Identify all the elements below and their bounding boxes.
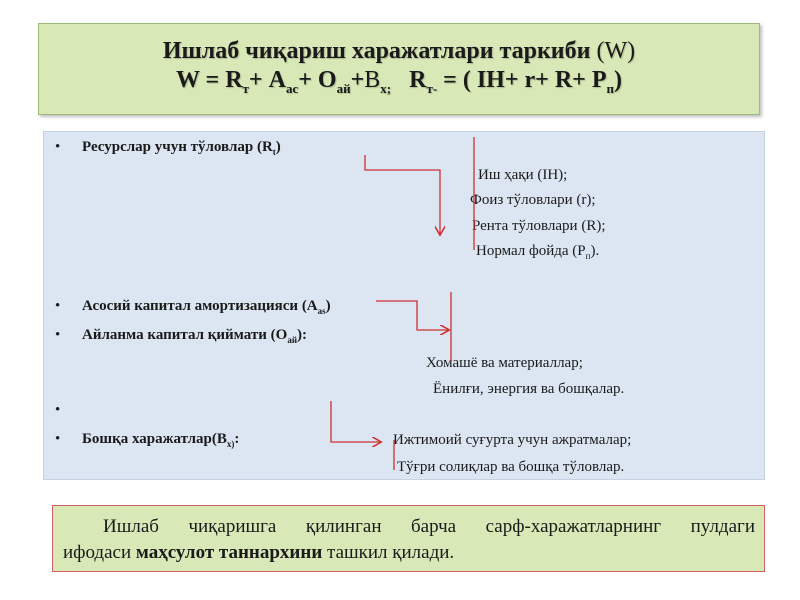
capital-arrow: [376, 300, 448, 330]
taxes-item: Тўғри солиқлар ва бошқа тўловлар.: [397, 459, 625, 475]
resource-arrow: [364, 155, 440, 234]
title-box: Ишлаб чиқариш харажатлари таркиби (W) W …: [38, 23, 760, 115]
social-item: Ижтимоий суғурта учун ажратмалар;: [393, 432, 632, 448]
formula-part: R: [409, 67, 427, 93]
bullet-dot: •: [55, 327, 61, 343]
formula-sub: т-: [426, 80, 438, 96]
conclusion-highlight: маҳсулот таннархини: [135, 542, 323, 563]
profit-text-end: ).: [590, 243, 600, 259]
conclusion-line2: ифодаси маҳсулот таннархини ташкил қилад…: [63, 540, 454, 566]
slide-title: Ишлаб чиқариш харажатлари таркиби (W): [39, 38, 759, 65]
profit-item: Нормал фойда (Рп).: [476, 243, 599, 261]
bullet-text-end: ):: [297, 327, 308, 343]
bullet-text-end: ): [275, 139, 281, 155]
profit-sub: п: [585, 251, 591, 261]
bullet-text: Асосий капитал амортизацияси (А: [82, 298, 318, 314]
materials-item: Хомашё ва материаллар;: [426, 355, 583, 371]
formula-sub: т: [242, 80, 249, 96]
formula-sub: ай: [336, 80, 351, 96]
formula-part: + О: [298, 67, 337, 93]
bullet-dot: •: [55, 431, 61, 447]
rent-item: Рента тўловлари (R);: [472, 218, 606, 234]
conclusion-box: Ишлаб чиқаришга қилинган барча сарф-хара…: [52, 505, 765, 572]
title-main: Ишлаб чиқариш харажатлари таркиби: [162, 38, 591, 64]
formula-part: W = R: [175, 67, 243, 93]
bullet-dot: •: [55, 298, 61, 314]
formula-part: = ( IН+ r+ R+ Р: [437, 67, 607, 93]
formula-part: ): [614, 67, 623, 93]
bullet-dot: •: [55, 139, 61, 155]
formula-sub: п: [606, 80, 615, 96]
formula-sub: ас: [285, 80, 299, 96]
cost-formula: W = Rт+ Аас+ Оай+Вх; Rт- = ( IН+ r+ R+ Р…: [39, 67, 759, 97]
bullet-sub: as: [317, 306, 326, 316]
bullet-sub: t: [272, 147, 276, 157]
content-box: [43, 131, 765, 480]
other-arrow: [330, 401, 380, 442]
formula-sub: х;: [380, 80, 392, 96]
bullet-text: Ресурслар учун тўловлар (R: [82, 139, 273, 155]
bullet-text-end: :: [234, 431, 240, 447]
wage-item: Иш ҳақи (IН);: [478, 167, 568, 183]
formula-part: + А: [248, 67, 286, 93]
conclusion-text: ифодаси: [63, 542, 136, 563]
bullet-text: Бошқа харажатлар(В: [82, 431, 227, 447]
bullet-sub: ай: [287, 335, 298, 345]
bullet-text: Айланма капитал қиймати (О: [82, 327, 288, 343]
title-suffix: (W): [596, 38, 636, 64]
bullet-sub: х): [226, 439, 235, 449]
formula-part: В: [364, 67, 381, 93]
conclusion-line1: Ишлаб чиқаришга қилинган барча сарф-хара…: [103, 516, 755, 537]
profit-text: Нормал фойда (Р: [476, 243, 586, 259]
formula-part: +: [350, 67, 365, 93]
bullet-dot: •: [55, 402, 61, 418]
conclusion-text-end: ташкил қилади.: [322, 542, 455, 563]
interest-item: Фоиз тўловлари (r);: [470, 192, 596, 208]
fuel-item: Ёнилғи, энергия ва бошқалар.: [433, 381, 625, 397]
bullet-text-end: ): [325, 298, 331, 314]
